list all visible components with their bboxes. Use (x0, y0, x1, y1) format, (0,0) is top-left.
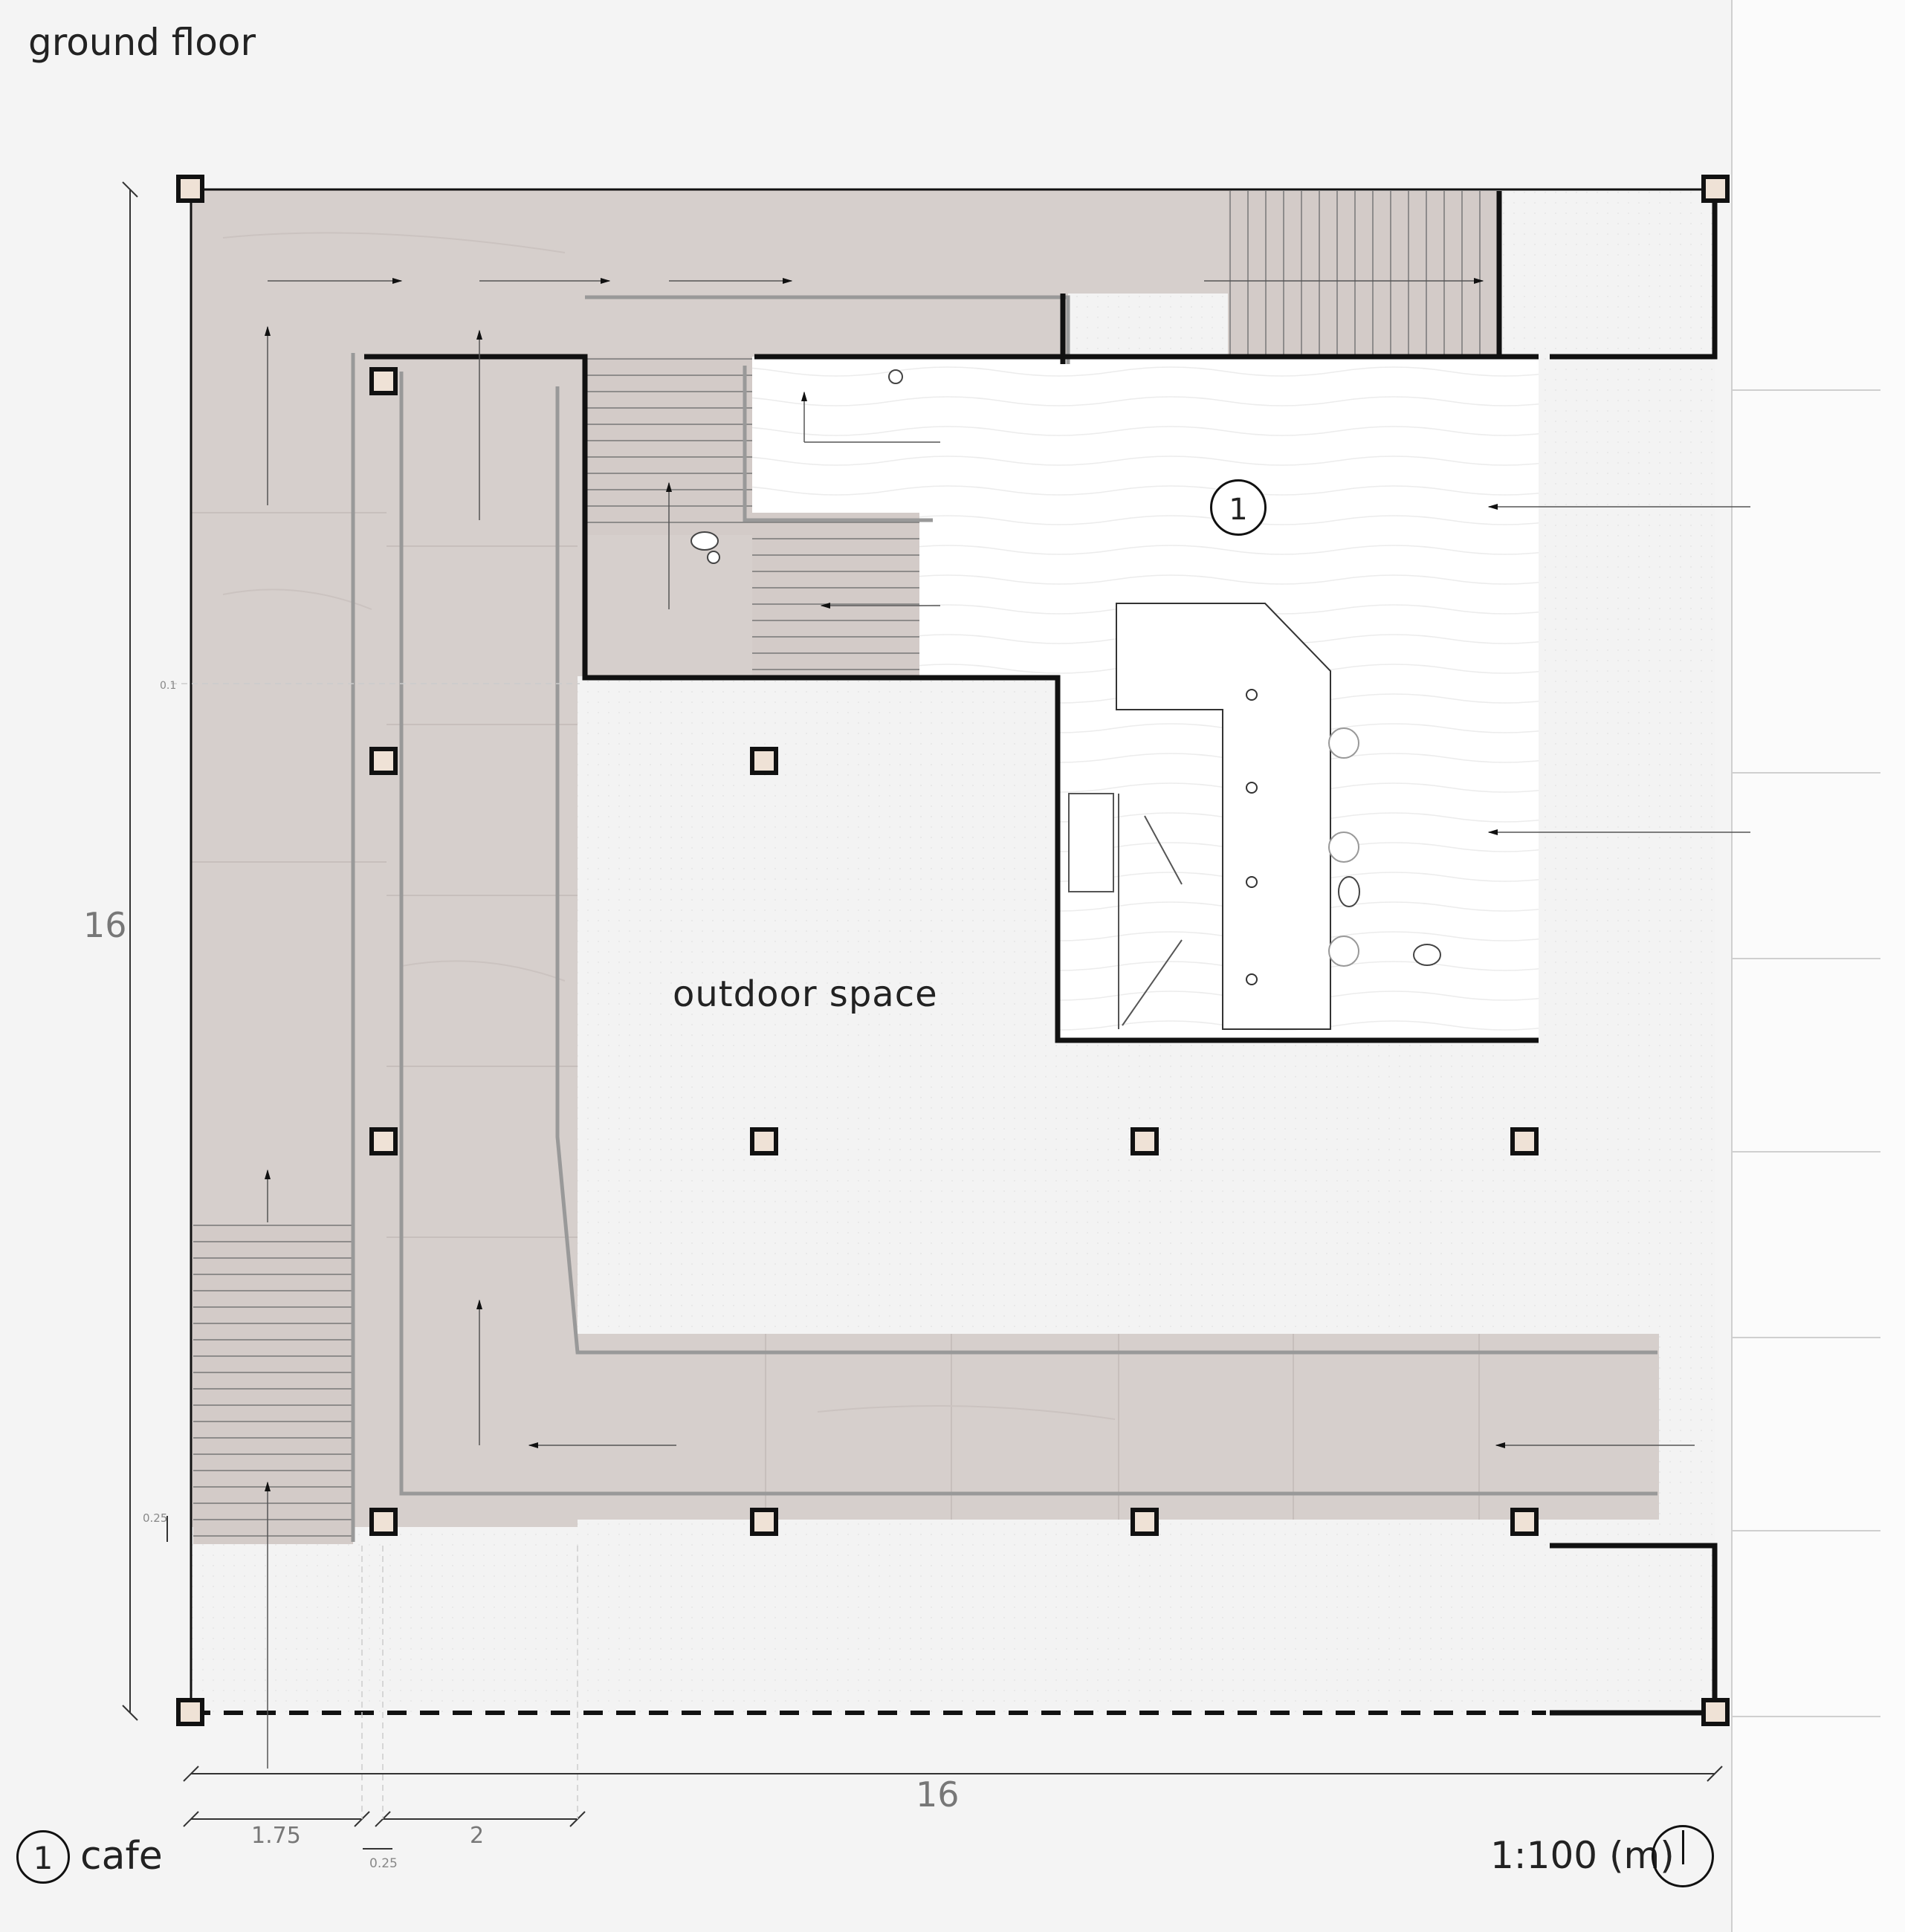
scale-label: 1:100 (m) (1490, 1834, 1675, 1877)
stair-width-dimension: 1.75 (251, 1823, 301, 1849)
ramp-width-dimension: 2 (470, 1823, 485, 1849)
drawing-title: ground floor (28, 21, 256, 64)
step-offset-dimension: 0.25 (143, 1511, 168, 1525)
legend-cafe-label: cafe (80, 1834, 163, 1878)
outdoor-space-label: outdoor space (673, 973, 938, 1015)
north-arrow-icon (1652, 1825, 1714, 1887)
railing-gap-dimension: 0.25 (369, 1856, 398, 1871)
overall-height-dimension: 16 (83, 905, 127, 945)
room-number-tag: 1 (1210, 479, 1267, 536)
overall-width-dimension: 16 (916, 1774, 960, 1815)
legend-number-tag: 1 (16, 1830, 70, 1884)
level-mark-dimension: 0.1 (160, 680, 177, 692)
